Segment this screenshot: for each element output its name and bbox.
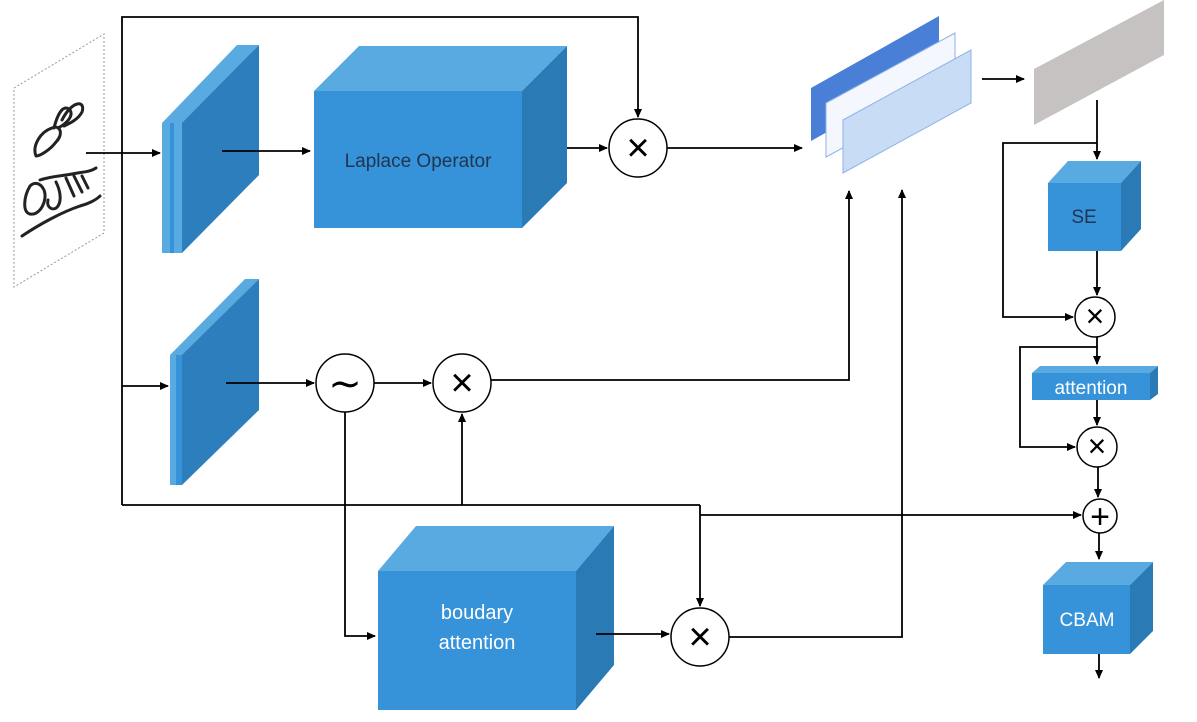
- add-node: +: [1082, 498, 1118, 536]
- multiply-node-bottom: ×: [670, 607, 730, 667]
- cbam-label: CBAM: [1060, 610, 1115, 631]
- concatenated-feature-maps: [811, 16, 972, 174]
- attention-label: attention: [1055, 378, 1128, 399]
- boundary-attention-label-line2: attention: [439, 632, 516, 654]
- plus-symbol: +: [1090, 498, 1110, 536]
- multiply-symbol: ×: [688, 615, 711, 659]
- arrow-skip-se: [1002, 142, 1097, 321]
- arrow-bypass-to-top-multiply: [121, 16, 642, 153]
- multiply-symbol: ×: [1086, 298, 1105, 334]
- gray-feature-map: [1034, 0, 1164, 125]
- attention-box: attention: [1032, 366, 1158, 400]
- feature-layers-top: [162, 45, 259, 253]
- handwriting-strokes: [20, 102, 102, 238]
- multiply-symbol: ×: [450, 361, 473, 405]
- arrow-skip-attention: [1019, 346, 1097, 451]
- tilde-symbol: ∼: [328, 362, 362, 406]
- arrow-tilde-to-boundary: [344, 412, 376, 640]
- multiply-node-top: ×: [608, 118, 668, 178]
- se-label: SE: [1071, 207, 1096, 228]
- arrow-middle-multiply-to-feature-maps: [491, 190, 853, 381]
- multiply-symbol: ×: [1088, 428, 1107, 464]
- boundary-attention-box: boudary attention: [378, 526, 614, 710]
- multiply-node-middle: ×: [432, 353, 492, 413]
- feature-layers-middle: [170, 279, 259, 485]
- cbam-box: CBAM: [1043, 562, 1153, 654]
- boundary-attention-label-line1: boudary: [441, 602, 513, 624]
- tilde-node: ∼: [315, 353, 375, 413]
- multiply-node-right-1: ×: [1074, 296, 1116, 338]
- laplace-operator-box: Laplace Operator: [314, 46, 567, 228]
- connectors: [86, 16, 1103, 679]
- input-signature-image: [13, 33, 105, 288]
- arrow-bottom-multiply-to-feature-maps: [729, 189, 906, 638]
- laplace-operator-label: Laplace Operator: [345, 151, 492, 172]
- se-box: SE: [1048, 161, 1141, 251]
- multiply-node-right-2: ×: [1076, 426, 1118, 468]
- multiply-symbol: ×: [626, 126, 649, 170]
